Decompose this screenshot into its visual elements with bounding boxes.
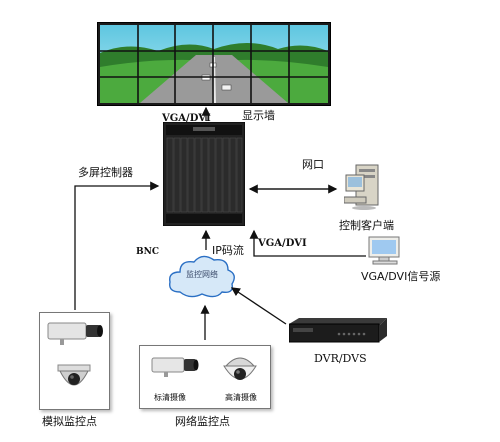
vga-dvi-source-label: VGA/DVI信号源 — [361, 270, 441, 283]
multi-screen-controller-label: 多屏控制器 — [78, 166, 133, 179]
vga-dvi-top-label: VGA/DVI — [162, 113, 211, 124]
network-monitor-point-label: 网络监控点 — [175, 415, 230, 428]
video-wall — [97, 22, 331, 106]
vga-dvi-source-monitor-icon — [365, 236, 405, 266]
multi-screen-controller-device — [163, 122, 245, 226]
display-wall-label: 显示墙 — [242, 109, 275, 122]
control-client-pc-icon — [344, 163, 384, 211]
arrow-dvr-to-cloud — [230, 287, 287, 325]
network-cloud: 监控网络 — [166, 252, 238, 300]
dvr-dvs-label: DVR/DVS — [314, 352, 367, 365]
standard-camera-icon — [151, 357, 199, 377]
vga-dvi-mid-label: VGA/DVI — [258, 238, 307, 249]
network-port-label: 网口 — [302, 158, 324, 171]
analog-monitor-point-box — [39, 312, 110, 410]
hd-camera-icon — [223, 357, 257, 380]
dvr-dvs-device — [289, 318, 387, 344]
private-network-label: 监控网络 — [186, 270, 218, 279]
network-monitor-point-box — [139, 345, 271, 409]
standard-camera-label: 标清摄像 — [154, 393, 186, 402]
analog-monitor-point-label: 模拟监控点 — [42, 415, 97, 428]
hd-camera-label: 高清摄像 — [225, 393, 257, 402]
video-wall-scene — [100, 25, 328, 103]
control-client-label: 控制客户端 — [339, 219, 394, 232]
ip-stream-label: IP码流 — [212, 244, 244, 257]
analog-dome-camera-icon — [57, 364, 91, 386]
analog-box-camera-icon — [47, 322, 103, 345]
bnc-label: BNC — [136, 247, 159, 257]
